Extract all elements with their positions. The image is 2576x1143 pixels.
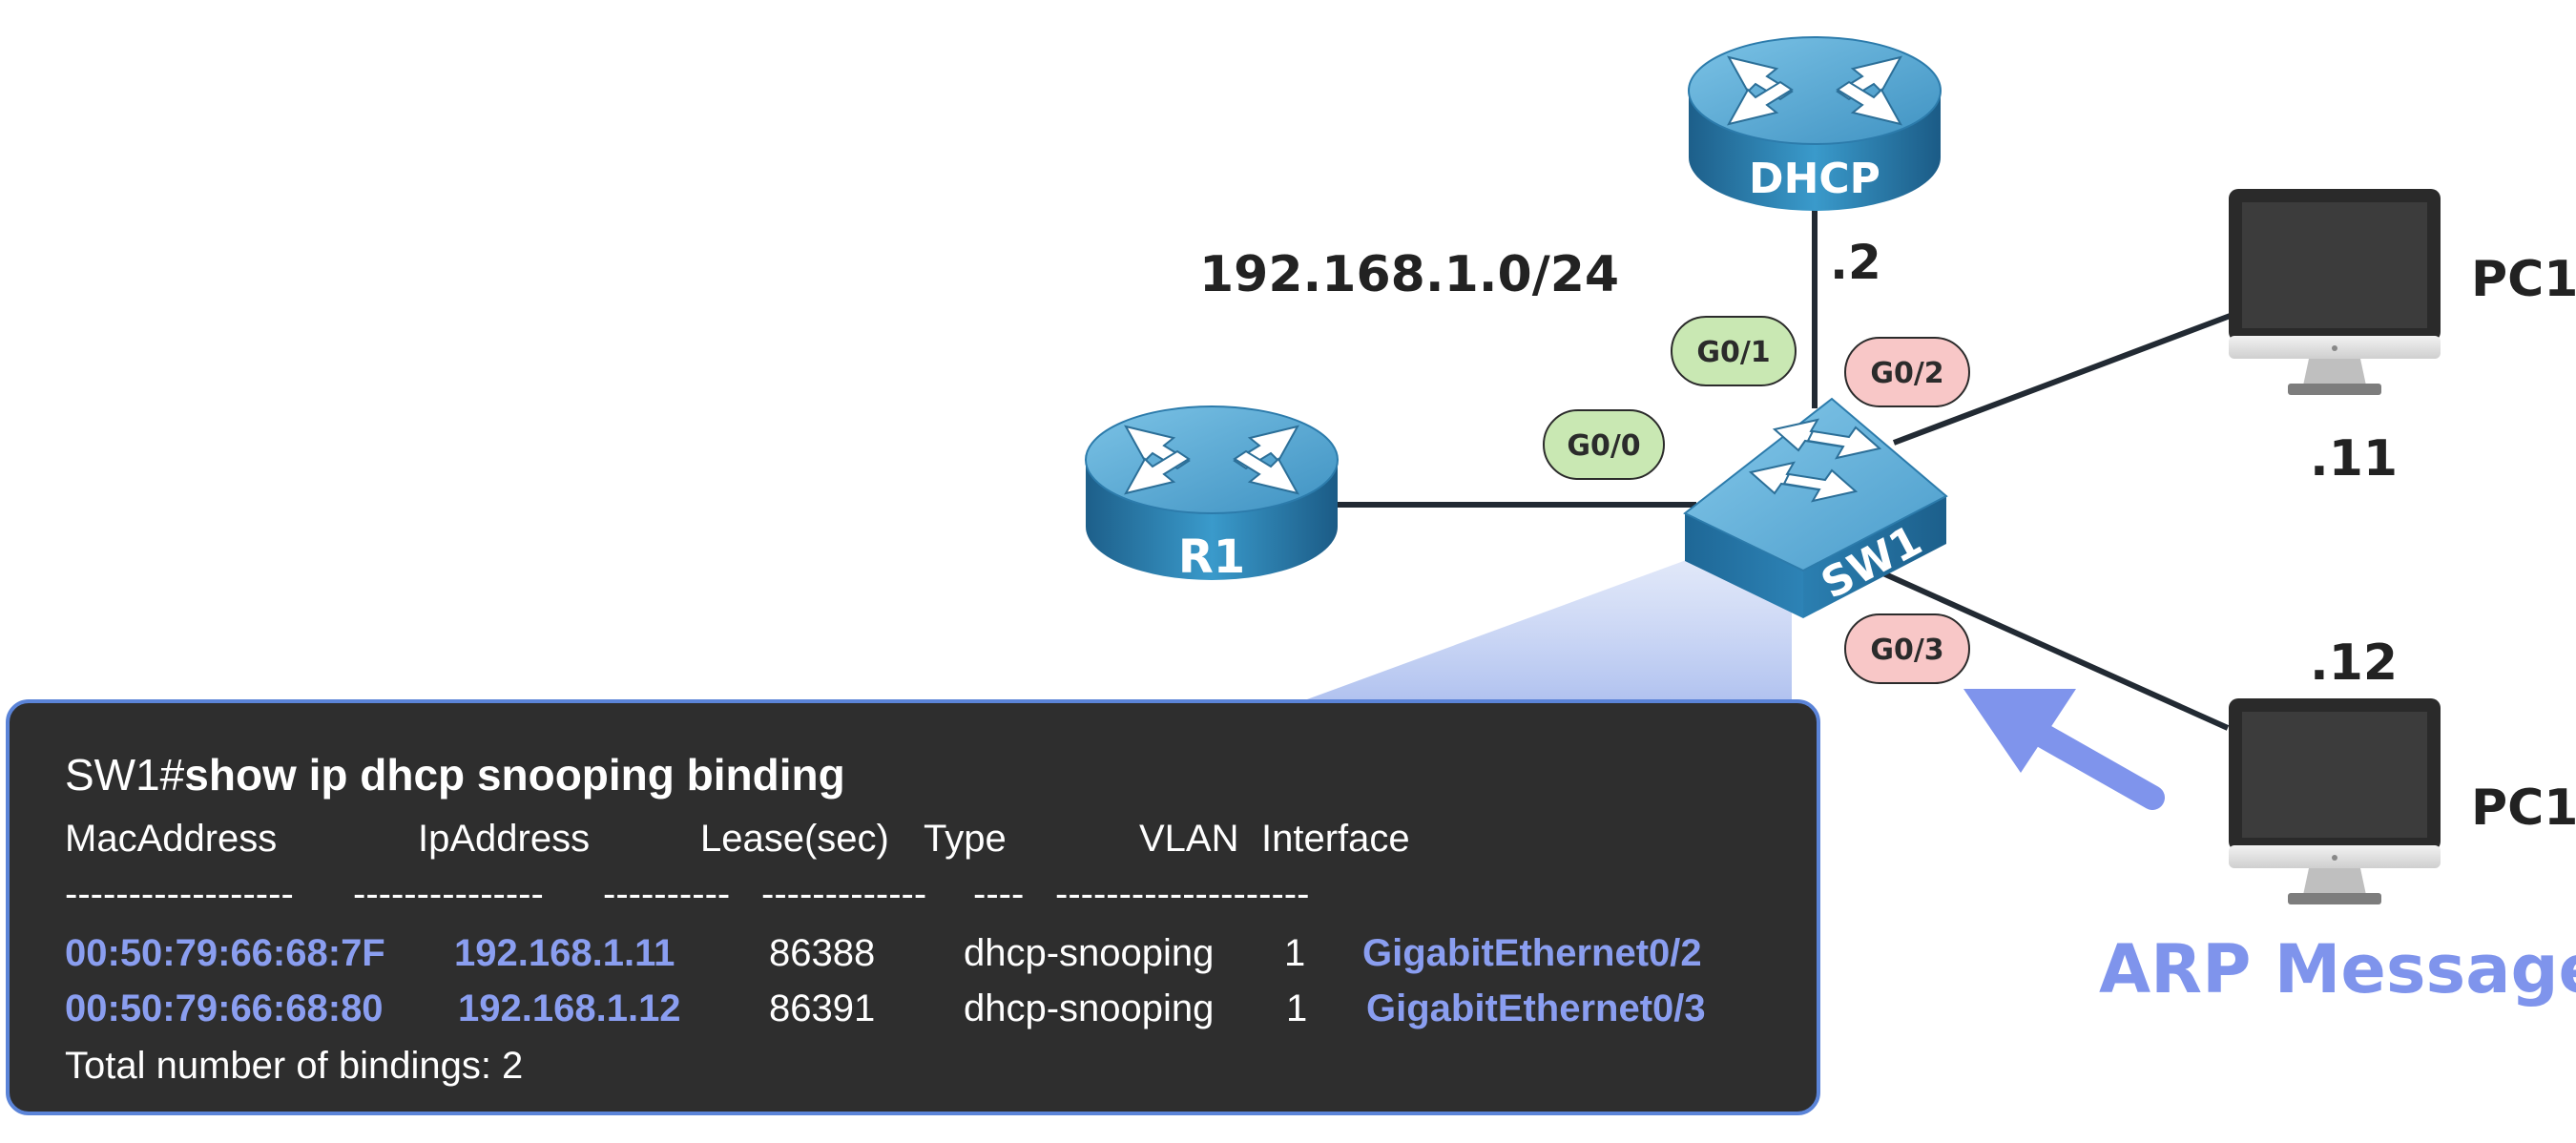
callout-wedge [1307,551,1792,699]
pc-bottom-computer-icon[interactable] [2229,698,2441,904]
interface-g0-3-label: G0/3 [1870,634,1943,667]
row-type: dhcp-snooping [964,932,1215,974]
link-sw1-pc-bottom [1873,567,2230,731]
interface-g0-1-label: G0/1 [1696,336,1770,369]
header-vlan: VLAN [1139,818,1239,860]
interface-g0-1: G0/1 [1671,316,1797,386]
cli-prompt: SW1# [65,750,185,800]
separator: ---- [973,873,1025,915]
pc-bottom-label: PC1 [2471,779,2576,837]
row-mac: 00:50:79:66:68:80 [65,987,384,1029]
network-label: 192.168.1.0/24 [1199,246,1619,303]
sw1-switch-icon[interactable]: SW1 [1683,397,1948,618]
cli-command: show ip dhcp snooping binding [184,750,845,800]
header-mac: MacAddress [65,818,278,860]
link-sw1-pc-top [1892,312,2234,446]
separator: -------------------- [1055,873,1310,915]
header-type: Type [924,818,1007,860]
row-interface: GigabitEthernet0/3 [1366,987,1706,1029]
command-line: SW1#show ip dhcp snooping binding [65,753,845,797]
row-ip: 192.168.1.12 [458,987,681,1029]
interface-g0-3: G0/3 [1844,613,1970,684]
row-type: dhcp-snooping [964,987,1215,1029]
row-lease: 86388 [769,932,876,974]
row-vlan: 1 [1284,932,1306,974]
interface-g0-0-label: G0/0 [1567,429,1640,463]
bindings-total: Total number of bindings: 2 [65,1045,524,1087]
separator: --------------- [353,873,544,915]
separator: ------------- [761,873,927,915]
row-interface: GigabitEthernet0/2 [1362,932,1702,974]
interface-g0-0: G0/0 [1543,409,1665,480]
row-lease: 86391 [769,987,876,1029]
dhcp-server-icon[interactable]: DHCP [1688,36,1942,211]
interface-g0-2-label: G0/2 [1870,357,1943,390]
dhcp-label: DHCP [1749,155,1880,203]
header-ip: IpAddress [418,818,591,860]
row-ip: 192.168.1.11 [454,932,675,974]
pc-top-ip-label: .11 [2310,430,2398,488]
links [1336,193,2234,731]
pc-bottom-ip-label: .12 [2310,634,2398,692]
dhcp-ip-label: .2 [1830,235,1881,290]
header-interface: Interface [1261,818,1410,860]
r1-router-icon[interactable]: R1 [1085,405,1339,584]
pc-top-computer-icon[interactable] [2229,189,2441,395]
row-mac: 00:50:79:66:68:7F [65,932,385,974]
r1-label: R1 [1178,530,1245,584]
arp-message-label: ARP Message [2099,930,2576,1008]
separator: ---------- [603,873,731,915]
arp-arrow-icon [1963,689,2165,810]
interface-g0-2: G0/2 [1844,337,1970,407]
terminal-output: SW1#show ip dhcp snooping binding MacAdd… [6,699,1820,1115]
pc-top-label: PC1 [2471,251,2576,308]
row-vlan: 1 [1286,987,1308,1029]
header-lease: Lease(sec) [700,818,889,860]
separator: ------------------ [65,873,294,915]
